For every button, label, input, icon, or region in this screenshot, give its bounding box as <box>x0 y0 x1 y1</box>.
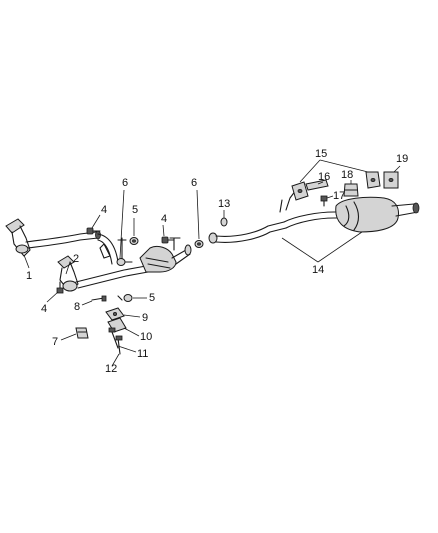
rear-exhaust-manifold-pipe <box>57 255 149 292</box>
stud-8 <box>91 295 107 302</box>
callout-16: 16 <box>318 171 330 183</box>
callout-1: 1 <box>26 270 32 282</box>
callout-13: 13 <box>218 198 230 210</box>
grommet-6-right <box>194 240 204 248</box>
callout-12: 12 <box>105 363 117 375</box>
catalytic-converter <box>139 244 192 273</box>
grommet-5-upper <box>129 237 139 245</box>
callout-4-mid: 4 <box>161 213 167 225</box>
callout-2: 2 <box>73 253 79 265</box>
callout-19: 19 <box>396 153 408 165</box>
callout-5-lower: 5 <box>149 292 155 304</box>
callout-10: 10 <box>140 331 152 343</box>
callout-18: 18 <box>341 169 353 181</box>
grommet-5-lower <box>117 294 133 302</box>
callout-9: 9 <box>142 312 148 324</box>
nut-4-lower <box>56 281 64 294</box>
isolator-15-left <box>291 181 309 201</box>
bolt-17 <box>320 195 328 207</box>
callout-11: 11 <box>137 348 148 360</box>
leader-lines <box>23 159 401 367</box>
grommet-18 <box>343 183 359 197</box>
clamp-9 <box>105 307 125 321</box>
callout-7: 7 <box>52 336 58 348</box>
callout-4-upper: 4 <box>101 204 107 216</box>
nut-4-mid <box>161 236 175 244</box>
bolt-11 <box>108 327 119 349</box>
callout-15: 15 <box>315 148 327 160</box>
callout-6-left: 6 <box>122 177 128 189</box>
y-pipe <box>97 233 119 265</box>
front-exhaust-manifold-pipe <box>5 218 101 257</box>
callout-4-lower: 4 <box>41 303 47 315</box>
isolator-7 <box>75 327 89 339</box>
nut-4-upper <box>86 227 101 235</box>
callout-8: 8 <box>74 301 80 313</box>
muffler <box>335 196 420 233</box>
callout-14: 14 <box>312 264 324 276</box>
intermediate-pipe <box>208 211 347 244</box>
isolator-19 <box>383 171 399 189</box>
grommet-6-left <box>116 258 126 266</box>
gasket-13 <box>220 217 228 227</box>
callout-6-right: 6 <box>191 177 197 189</box>
callout-5-upper: 5 <box>132 204 138 216</box>
callout-17: 17 <box>333 190 345 202</box>
isolator-15-right <box>365 171 381 189</box>
